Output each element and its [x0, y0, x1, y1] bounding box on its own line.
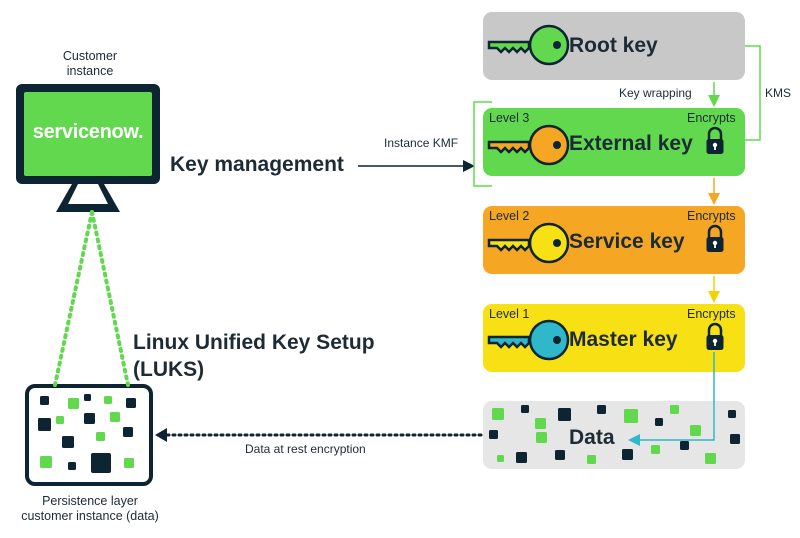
external-key-level: Level 3	[489, 111, 530, 125]
service-key-name: Service key	[569, 230, 685, 253]
key-wrapping-label: Key wrapping	[619, 86, 692, 100]
master-to-data-arrow	[628, 352, 715, 446]
storage-grid-icon	[25, 384, 153, 486]
data-label: Data	[569, 426, 615, 449]
instance-kmf-label: Instance KMF	[384, 136, 459, 150]
luks-link-right	[90, 210, 130, 387]
monitor-icon	[16, 84, 160, 212]
master-key-level: Level 1	[489, 307, 530, 321]
service-key-level: Level 2	[489, 209, 530, 223]
data-at-rest-label: Data at rest encryption	[245, 442, 366, 456]
servicenow-logo: servicenow.	[32, 121, 144, 143]
master-key-encrypts: Encrypts	[687, 307, 736, 321]
persistence-caption: Persistence layer customer instance (dat…	[21, 494, 159, 523]
master-key-name: Master key	[569, 328, 678, 351]
root-key-icon	[489, 26, 568, 64]
external-key-icon	[489, 126, 568, 164]
external-key-name: External key	[569, 132, 693, 155]
luks-link-left	[53, 210, 94, 387]
customer-instance-caption: Customer instance	[62, 49, 118, 78]
service-key-encrypts: Encrypts	[687, 209, 736, 223]
luks-label-line2: (LUKS)	[133, 358, 205, 381]
luks-label-line1: Linux Unified Key Setup	[133, 331, 375, 354]
instance-kmf-bracket	[473, 101, 492, 187]
master-key-icon	[489, 321, 568, 359]
root-key-name: Root key	[569, 34, 658, 57]
data-squares	[489, 405, 740, 464]
service-key-icon	[489, 224, 568, 262]
kms-bracket	[745, 45, 761, 141]
kms-label: KMS	[765, 86, 792, 100]
data-box	[483, 401, 745, 469]
key-management-label: Key management	[170, 153, 344, 176]
external-key-encrypts: Encrypts	[687, 111, 736, 125]
